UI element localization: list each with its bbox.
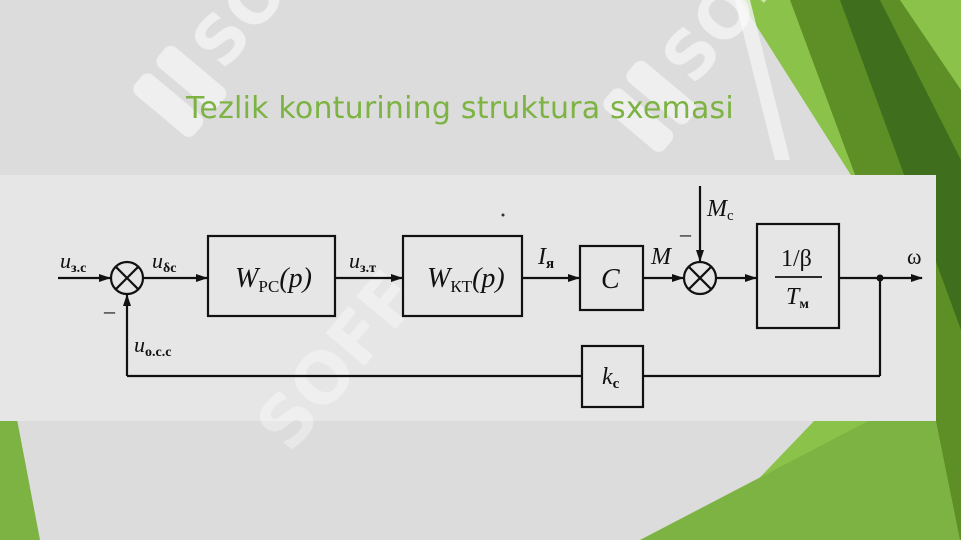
label-wpc: WРС(p) xyxy=(235,263,312,296)
minus-feedback: – xyxy=(103,298,116,323)
block-wpc xyxy=(206,234,337,318)
label-wkt: WКТ(p) xyxy=(427,263,505,296)
label-mc: Mс xyxy=(706,196,734,224)
label-m: M xyxy=(650,244,673,270)
branch-point xyxy=(876,274,884,282)
minus-load: – xyxy=(679,221,692,246)
label-i: Iя xyxy=(537,244,554,272)
label-c: C xyxy=(601,264,620,295)
slide-title: Tezlik konturining struktura sxemasi xyxy=(186,91,734,126)
bg-white-stripe xyxy=(735,0,790,160)
label-u-osc: uо.с.с xyxy=(134,332,171,360)
diagram-panel xyxy=(0,175,936,421)
label-beta: 1/β xyxy=(781,246,812,272)
block-motor xyxy=(755,222,841,330)
block-wkt xyxy=(401,234,524,318)
label-u-zt: uз.т xyxy=(349,248,376,276)
label-u-dc: uδс xyxy=(152,248,176,276)
label-u-zc: uз.с xyxy=(60,248,86,276)
bg-green-lower-right xyxy=(640,420,960,540)
label-kc: kс xyxy=(602,364,620,392)
stray-dot xyxy=(501,213,505,217)
label-omega: ω xyxy=(907,244,921,269)
label-tm: Tм xyxy=(786,284,809,312)
